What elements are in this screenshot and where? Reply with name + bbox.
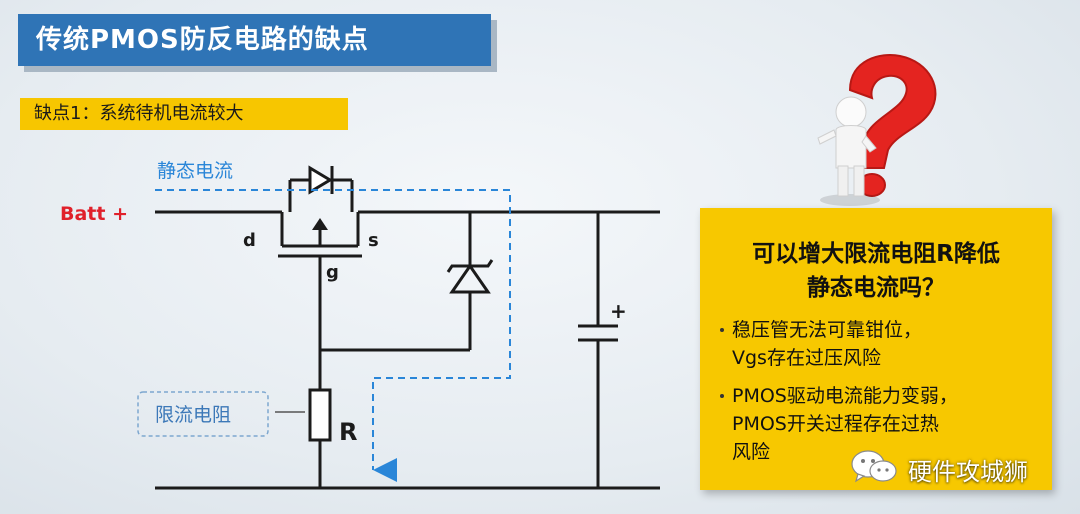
capacitor-plus: +: [610, 299, 627, 323]
zener-diode: [446, 259, 494, 294]
question-mark: [848, 54, 937, 169]
page-title: 传统PMOS防反电路的缺点: [18, 14, 491, 66]
bullet-1-line-1: 稳压管无法可靠钳位，: [732, 319, 923, 341]
bullet-dot: [720, 328, 724, 332]
batt-label: Batt +: [60, 203, 128, 225]
watermark-text: 硬件攻城狮: [908, 458, 1028, 486]
question-line-1: 可以增大限流电阻R降低: [752, 241, 1000, 267]
bullet-2-line-1: PMOS驱动电流能力变弱，: [732, 385, 958, 407]
question-mark-figure: [817, 54, 937, 206]
pin-s-label: s: [368, 230, 379, 251]
bullet-item-2: PMOS驱动电流能力变弱， PMOS开关过程存在过热 风险: [720, 382, 1032, 466]
capacitor: [578, 324, 618, 342]
pmos-transistor: [278, 165, 362, 258]
pin-g-label: g: [326, 262, 339, 283]
wires: [155, 210, 660, 490]
resistor: [308, 388, 332, 442]
info-panel: 可以增大限流电阻R降低 静态电流吗？ 稳压管无法可靠钳位， Vgs存在过压风险 …: [700, 208, 1052, 490]
pmos-arrow: [312, 218, 328, 230]
bullet-item-1: 稳压管无法可靠钳位， Vgs存在过压风险: [720, 316, 1032, 372]
bullet-2-line-3: 风险: [732, 441, 771, 463]
quiescent-current-label: 静态电流: [157, 160, 233, 182]
current-limit-label: 限流电阻: [155, 404, 231, 426]
bullet-dot: [720, 394, 724, 398]
current-limit-box: [137, 391, 269, 437]
resistor-label: R: [339, 418, 357, 446]
drawback-label: 缺点1：系统待机电流较大: [20, 98, 348, 130]
question-line-2: 静态电流吗？: [807, 275, 945, 301]
bullet-1-line-2: Vgs存在过压风险: [732, 347, 881, 369]
watermark: 硬件攻城狮: [848, 446, 1058, 486]
bullet-2-line-2: PMOS开关过程存在过热: [732, 413, 939, 435]
wechat-icon: [851, 450, 897, 483]
quiescent-current-path: [155, 189, 511, 482]
pin-d-label: d: [243, 230, 256, 251]
